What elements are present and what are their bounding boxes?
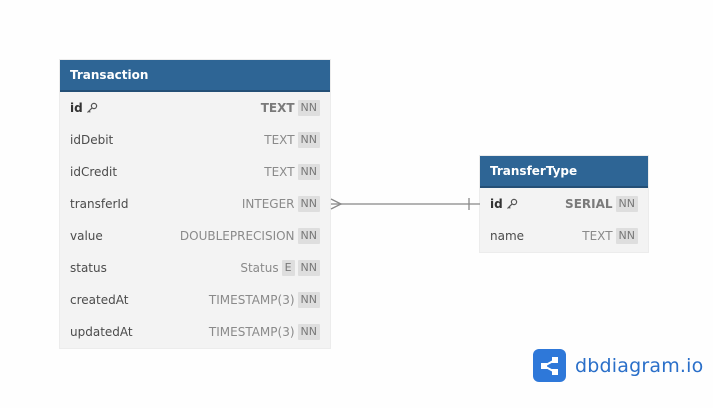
not-null-badge: NN [297, 228, 320, 244]
field-type: Status [240, 261, 279, 275]
field-type: TEXT [264, 165, 295, 179]
field-name: status [70, 261, 107, 275]
field-type: TEXT [260, 101, 295, 115]
not-null-badge: NN [615, 228, 638, 244]
field-name: createdAt [70, 293, 129, 307]
not-null-badge: NN [297, 164, 320, 180]
not-null-badge: NN [297, 196, 320, 212]
field-type: INTEGER [241, 197, 295, 211]
not-null-badge: NN [297, 324, 320, 340]
field-name: value [70, 229, 103, 243]
dbdiagram-logo-icon [533, 349, 566, 382]
crows-foot-many [330, 198, 343, 210]
field-name: updatedAt [70, 325, 133, 339]
field-type: TIMESTAMP(3) [208, 293, 295, 307]
key-icon [86, 102, 97, 113]
brand-name: dbdiagram.io [575, 354, 704, 377]
field-name: name [490, 229, 525, 243]
not-null-badge: NN [297, 260, 320, 276]
field-row[interactable]: createdAt TIMESTAMP(3)NN [60, 284, 330, 316]
field-row[interactable]: updatedAt TIMESTAMP(3)NN [60, 316, 330, 348]
field-type: TEXT [582, 229, 613, 243]
table-header[interactable]: Transaction [60, 60, 330, 92]
field-name: id [70, 92, 98, 124]
brand-watermark[interactable]: dbdiagram.io [533, 349, 703, 382]
field-type: TEXT [264, 133, 295, 147]
key-icon [506, 198, 517, 209]
not-null-badge: NN [297, 100, 320, 116]
field-name: id [490, 188, 518, 220]
field-name: transferId [70, 197, 129, 211]
field-type: SERIAL [565, 197, 613, 211]
field-name: idDebit [70, 133, 114, 147]
field-type: TIMESTAMP(3) [208, 325, 295, 339]
table-header[interactable]: TransferType [480, 156, 648, 188]
not-null-badge: NN [297, 132, 320, 148]
not-null-badge: NN [615, 196, 638, 212]
field-type: DOUBLEPRECISION [179, 229, 295, 243]
enum-badge: E [281, 260, 295, 276]
field-name: idCredit [70, 165, 118, 179]
not-null-badge: NN [297, 292, 320, 308]
